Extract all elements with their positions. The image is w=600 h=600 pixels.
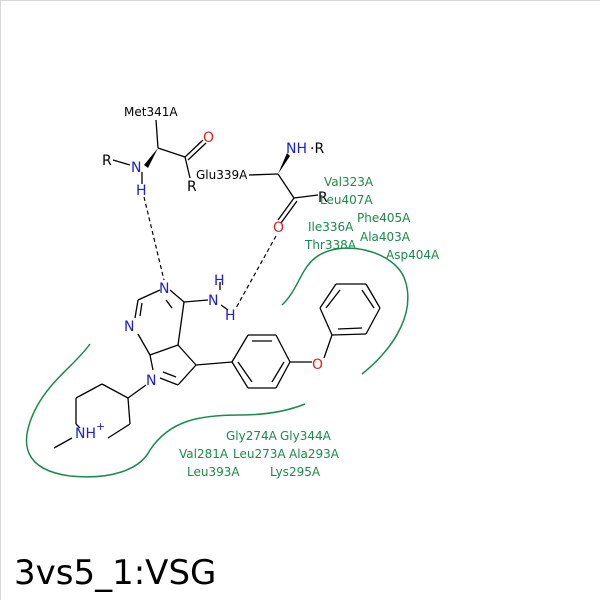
residue-label: Thr338A bbox=[304, 238, 357, 252]
residue-label: Leu393A bbox=[187, 465, 240, 479]
residue-label: Gly344A bbox=[280, 429, 332, 443]
residue-label: Ile336A bbox=[308, 220, 354, 234]
label-met341: Met341A bbox=[124, 105, 178, 119]
ligand-bonds bbox=[53, 282, 381, 449]
atom-dotR-glu339: ·R bbox=[310, 141, 324, 157]
atom-H-met341: H bbox=[136, 183, 147, 199]
residue-label: Asp404A bbox=[386, 248, 440, 262]
diagram-caption: 3vs5_1:VSG bbox=[14, 553, 216, 593]
residue-label: Leu273A bbox=[233, 447, 286, 461]
residue-label: Ala403A bbox=[360, 230, 411, 244]
hydrophobic-arc-top bbox=[281, 247, 409, 375]
hbond-glu339-nh2 bbox=[235, 235, 277, 309]
hydrogen-bonds bbox=[143, 196, 277, 309]
atom-N7: N bbox=[146, 373, 156, 389]
wedge-met341 bbox=[144, 148, 158, 168]
atom-R-met341: R bbox=[102, 153, 112, 169]
atom-N-met341: N bbox=[131, 160, 141, 176]
hydrophobic-arc-bottom bbox=[25, 343, 306, 478]
contact-residues-bottom: Gly274A Gly344A Val281A Leu273A Ala293A … bbox=[179, 429, 340, 479]
label-glu339: Glu339A bbox=[196, 168, 248, 182]
atom-O-met341: O bbox=[203, 130, 214, 146]
residue-label: Val281A bbox=[179, 447, 229, 461]
residue-label: Val323A bbox=[324, 175, 374, 189]
hydrophobic-arcs bbox=[25, 247, 409, 478]
atom-R-glu339: R bbox=[318, 190, 328, 206]
backbone-bonds bbox=[112, 119, 319, 224]
atom-O-ether: O bbox=[312, 357, 323, 373]
residue-label: Leu407A bbox=[320, 193, 373, 207]
backbone-residue-labels: Met341A Glu339A bbox=[124, 105, 248, 182]
atom-H-amine-top: H bbox=[214, 273, 225, 289]
hbond-met341-n3 bbox=[143, 196, 165, 281]
wedge-glu339 bbox=[278, 153, 290, 174]
charge-plus: + bbox=[96, 420, 105, 433]
atom-N1: N bbox=[124, 319, 134, 335]
residue-label: Phe405A bbox=[357, 211, 411, 225]
residue-label: Ala293A bbox=[289, 447, 340, 461]
atom-NH-plus: NH bbox=[75, 426, 96, 442]
atom-H-amine-bottom: H bbox=[225, 308, 236, 324]
residue-label: Lys295A bbox=[270, 465, 321, 479]
atom-NH-glu339: NH bbox=[286, 141, 307, 157]
atom-N3: N bbox=[159, 281, 169, 297]
atom-labels: R N H O R NH ·R O R N N N N H H O NH + bbox=[75, 130, 328, 442]
atom-O-glu339: O bbox=[273, 220, 284, 236]
contact-residues-top: Val323A Leu407A Ile336A Phe405A Thr338A … bbox=[304, 175, 440, 262]
atom-N-amine: N bbox=[208, 293, 218, 309]
atom-R-met341-bottom: R bbox=[187, 179, 197, 195]
residue-label: Gly274A bbox=[226, 429, 278, 443]
